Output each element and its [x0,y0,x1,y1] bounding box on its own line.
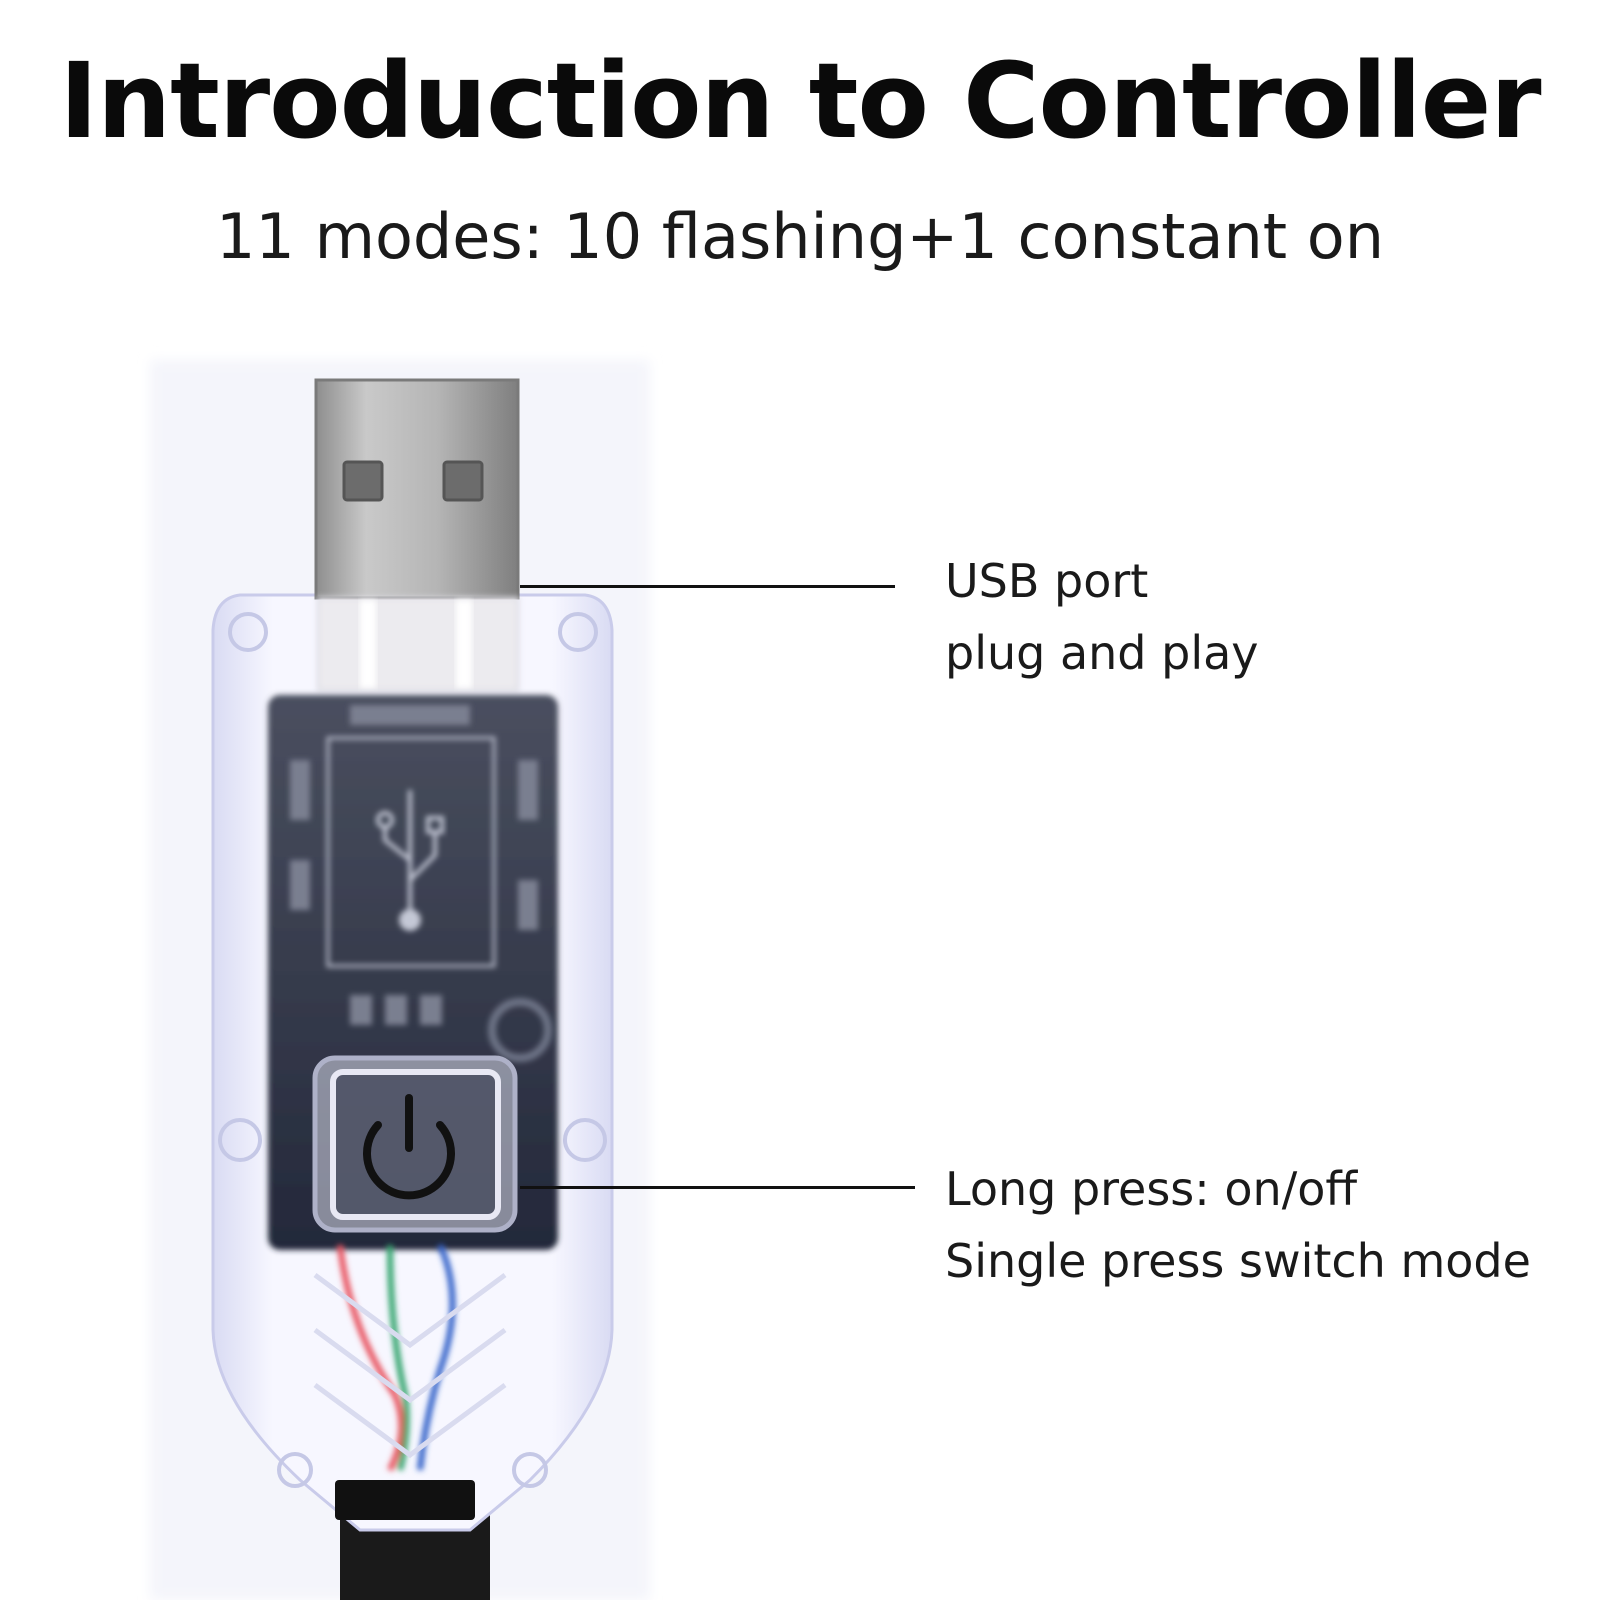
usb-callout-line2: plug and play [945,626,1259,680]
button-callout: Long press: on/off Single press switch m… [945,1153,1531,1297]
shell-ridges [313,1272,507,1459]
shell-bosses [218,612,607,1488]
chip-outline [326,736,496,968]
usb-callout-line [520,585,895,588]
power-icon [363,1094,455,1200]
usb-plug-hole-left [342,460,384,502]
button-callout-line [520,1186,915,1189]
button-callout-line1: Long press: on/off [945,1162,1358,1216]
usb-plug-hole-right [442,460,484,502]
usb-connector-base [317,597,519,691]
usb-callout: USB port plug and play [945,545,1259,689]
page-title: Introduction to Controller [59,40,1541,162]
page-subtitle: 11 modes: 10 flashing+1 constant on [215,200,1384,273]
usb-callout-line1: USB port [945,554,1149,608]
pcb-components [290,705,552,1062]
strain-relief [335,1480,475,1520]
usb-symbol-icon [376,790,444,931]
button-callout-line2: Single press switch mode [945,1234,1531,1288]
